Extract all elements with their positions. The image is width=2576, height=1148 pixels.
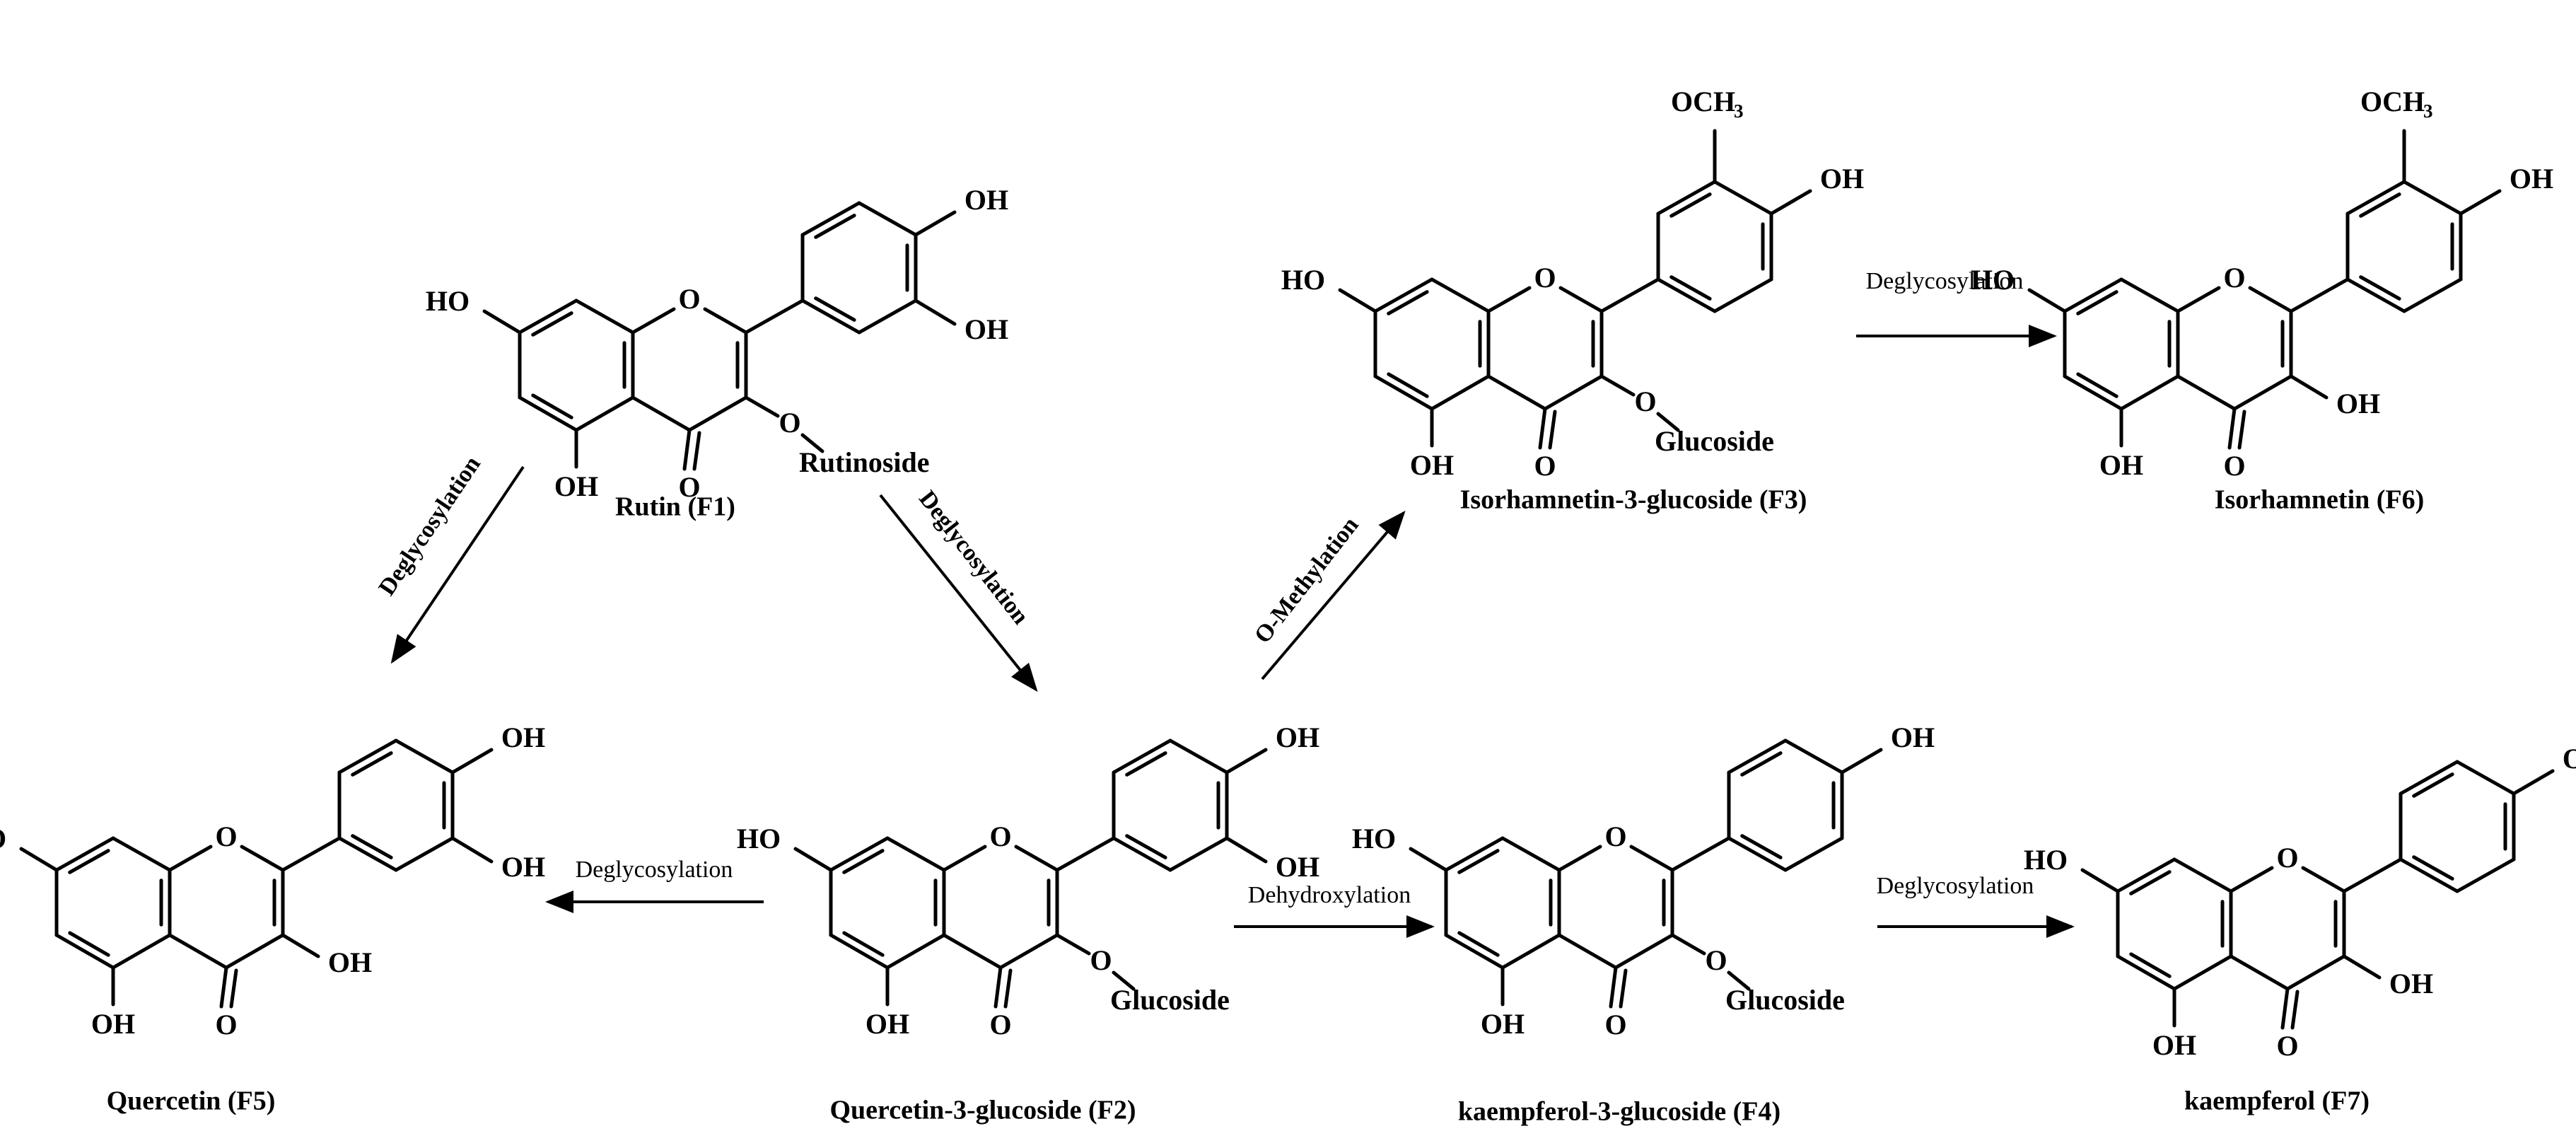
f4-4p-oh-atom: OH [1891, 721, 1935, 753]
f6-3-oh-atom: OH [2336, 388, 2380, 419]
f5-3-oh-atom: OH [328, 946, 372, 978]
f6-o1-atom: O [2223, 262, 2245, 294]
f4-name: kaempferol-3-glucoside (F4) [1458, 1097, 1781, 1127]
f4-carbonyl-atom: O [1604, 1009, 1626, 1040]
f2-3p-oh-atom: OH [1276, 851, 1319, 883]
f1-o1-atom: O [678, 283, 700, 315]
f4-glycoside-label: Glucoside [1725, 984, 1845, 1016]
f7-7-ho-atom: HO [2024, 844, 2068, 876]
f6-name: Isorhamnetin (F6) [2215, 485, 2425, 515]
f6-och3-sub: 3 [2423, 100, 2433, 122]
f2-5-oh-atom: OH [866, 1008, 909, 1040]
label-f4-f7: Deglycosylation [1877, 873, 2034, 899]
f6-4p-oh-atom: OH [2510, 163, 2553, 195]
f7-o1-atom: O [2276, 842, 2298, 874]
f5-3p-oh-atom: OH [501, 851, 545, 883]
f1-carbonyl-atom: O [678, 471, 700, 503]
f1-3p-oh-atom: OH [964, 313, 1008, 345]
f3-name: Isorhamnetin-3-glucoside (F3) [1460, 485, 1807, 515]
f7-name: kaempferol (F7) [2184, 1086, 2370, 1116]
f5-name: Quercetin (F5) [107, 1086, 276, 1116]
f7-structure: O O HO OH OH OH [2024, 743, 2576, 1062]
f3-3-o-atom: O [1634, 385, 1656, 417]
f5-structure: O O HO OH OH OH OH [0, 721, 545, 1040]
f7-4p-oh-atom: OH [2563, 743, 2576, 775]
label-f2-f5: Deglycosylation [576, 857, 733, 883]
f3-7-ho-atom: HO [1281, 264, 1325, 296]
f5-4p-oh-atom: OH [501, 721, 545, 753]
f6-och3-atom: OCH [2360, 86, 2425, 117]
f5-o1-atom: O [215, 821, 237, 852]
f1-glycoside-label: Rutinoside [799, 446, 930, 478]
f7-5-oh-atom: OH [2152, 1029, 2196, 1061]
f2-carbonyl-atom: O [989, 1009, 1011, 1040]
f3-o1-atom: O [1534, 262, 1556, 294]
f5-5-oh-atom: OH [91, 1008, 135, 1040]
f1-4p-oh-atom: OH [964, 184, 1008, 216]
label-f1-f5: Deglycosylation [374, 451, 486, 600]
f1-3-o-atom: O [779, 407, 800, 439]
f3-glycoside-label: Glucoside [1655, 425, 1774, 457]
f3-4p-oh-atom: OH [1820, 163, 1864, 195]
f2-glycoside-label: Glucoside [1110, 984, 1230, 1016]
f5-7-ho-atom: HO [0, 823, 6, 854]
f7-3-oh-atom: OH [2389, 968, 2433, 999]
f4-7-ho-atom: HO [1352, 823, 1396, 854]
f3-carbonyl-atom: O [1534, 450, 1556, 482]
f4-5-oh-atom: OH [1481, 1008, 1525, 1040]
f2-7-ho-atom: HO [737, 823, 781, 854]
f2-name: Quercetin-3-glucoside (F2) [829, 1096, 1136, 1125]
f3-och3-sub: 3 [1734, 100, 1744, 122]
f5-carbonyl-atom: O [215, 1009, 237, 1040]
arrow-f1-to-f5 [390, 465, 525, 664]
f2-4p-oh-atom: OH [1276, 721, 1319, 753]
f6-7-ho-atom: HO [1971, 264, 2015, 296]
f4-3-o-atom: O [1705, 944, 1727, 976]
f4-o1-atom: O [1604, 821, 1626, 852]
f3-och3-atom: OCH [1671, 86, 1735, 117]
f1-5-oh-atom: OH [554, 470, 598, 502]
f7-carbonyl-atom: O [2276, 1030, 2298, 1062]
label-f2-f4: Dehydroxylation [1248, 882, 1411, 908]
f1-7-ho-atom: HO [426, 285, 470, 317]
f6-carbonyl-atom: O [2223, 450, 2245, 482]
label-f3-f6: Deglycosylation [1866, 268, 2024, 294]
f6-5-oh-atom: OH [2099, 449, 2143, 481]
f3-5-oh-atom: OH [1410, 449, 1454, 481]
arrow-f1-to-f2 [879, 494, 1038, 692]
f2-3-o-atom: O [1090, 944, 1112, 976]
f1-name: Rutin (F1) [615, 492, 735, 522]
arrow-f2-to-f3 [1261, 510, 1406, 680]
f2-o1-atom: O [989, 821, 1011, 852]
